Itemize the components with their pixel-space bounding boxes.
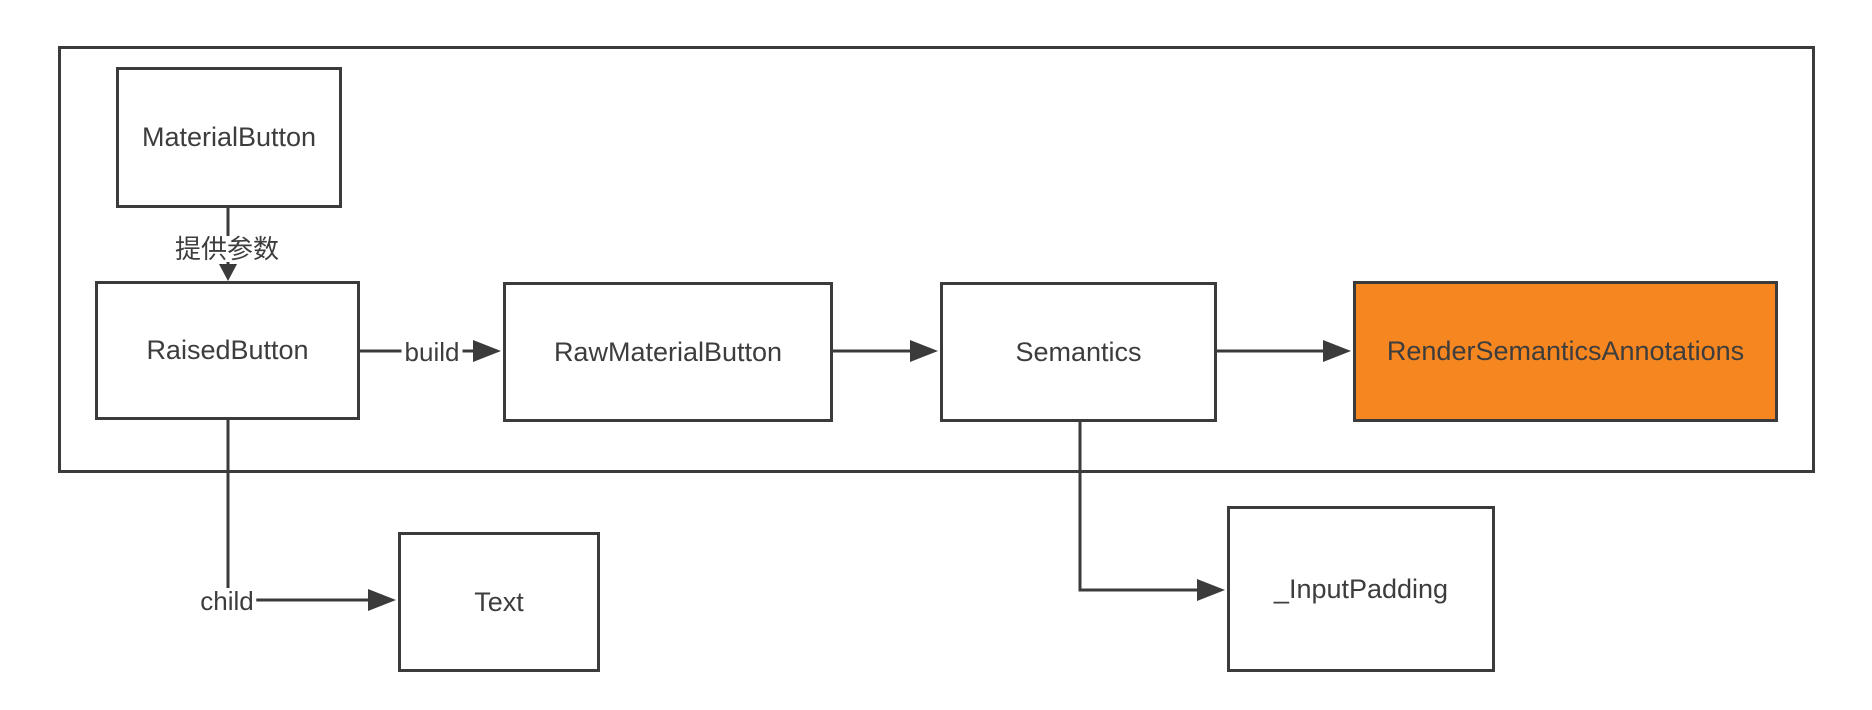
node-label: RenderSemanticsAnnotations — [1386, 336, 1745, 366]
node-label: RawMaterialButton — [553, 336, 783, 367]
node-label: _InputPadding — [1273, 573, 1449, 604]
arrowhead-right-icon — [368, 589, 396, 611]
node-label: MaterialButton — [141, 122, 317, 152]
node-render-semantics-annotations: RenderSemanticsAnnotations — [1353, 281, 1778, 422]
edge-label-build: build — [401, 339, 463, 365]
node-material-button: MaterialButton — [116, 67, 342, 208]
node-raw-material-button: RawMaterialButton — [503, 282, 833, 422]
node-semantics: Semantics — [940, 282, 1217, 422]
node-input-padding: _InputPadding — [1227, 506, 1495, 672]
edge-label-provide-params: 提供参数 — [171, 236, 283, 262]
node-label: Semantics — [1015, 336, 1142, 367]
node-raised-button: RaisedButton — [95, 281, 360, 420]
container-frame — [58, 46, 1815, 473]
node-label: RaisedButton — [146, 335, 309, 365]
arrowhead-right-icon — [1197, 579, 1225, 601]
edge-label-child: child — [197, 588, 257, 614]
node-text: Text — [398, 532, 600, 672]
node-label: Text — [474, 586, 524, 617]
